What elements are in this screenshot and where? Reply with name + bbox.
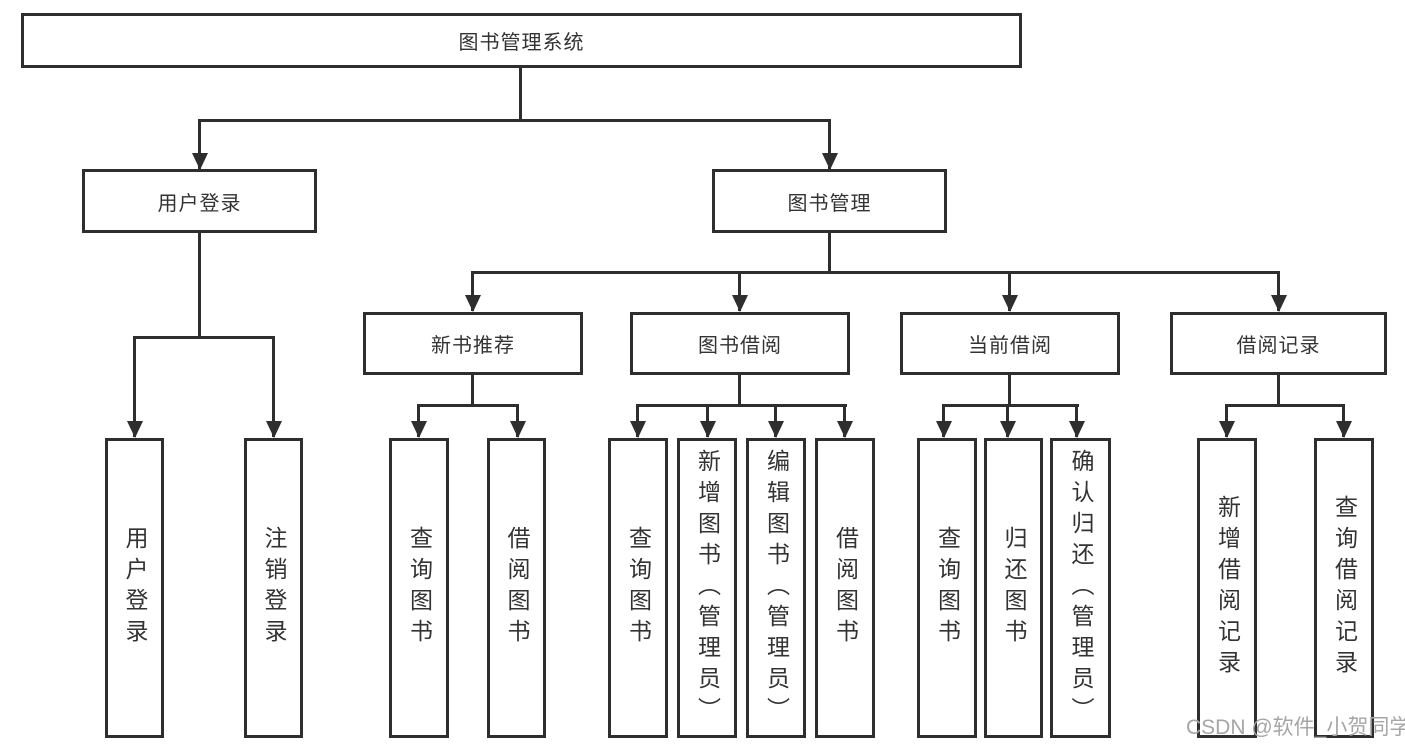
connector-arrow-add-borrow-record xyxy=(1218,404,1235,438)
connector-arrow-return-book xyxy=(999,404,1016,438)
connector-new-book-rail xyxy=(417,404,519,407)
leaf-query-borrow-record-label: 查询借阅记录 xyxy=(1331,495,1358,681)
leaf-borrow-books-recommend: 借阅图书 xyxy=(487,438,546,738)
node-root: 图书管理系统 xyxy=(21,13,1022,68)
connector-root-stem xyxy=(519,68,522,121)
leaf-add-borrow-record: 新增借阅记录 xyxy=(1197,438,1257,738)
node-book-borrowing: 图书借阅 xyxy=(630,312,850,375)
connector-arrow-book-borrow xyxy=(731,271,748,312)
node-root-label: 图书管理系统 xyxy=(458,32,585,54)
connector-arrow-leaf-user-login xyxy=(126,336,143,438)
connector-arrow-book-management xyxy=(821,119,838,170)
leaf-edit-book-admin-label: 编辑图书（管理员） xyxy=(763,448,790,728)
leaf-query-books-recommend-label: 查询图书 xyxy=(406,526,433,650)
watermark: CSDN @软件_小贺同学 xyxy=(1186,716,1405,739)
connector-arrow-borrow-books-1 xyxy=(509,404,526,438)
leaf-add-book-admin-label: 新增图书（管理员） xyxy=(694,448,721,728)
leaf-user-login-label: 用户登录 xyxy=(122,526,148,650)
node-book-borrowing-label: 图书借阅 xyxy=(698,335,782,357)
node-book-management-label: 图书管理 xyxy=(787,192,872,215)
connector-book-management-rail xyxy=(471,271,1280,274)
connector-borrow-records-rail xyxy=(1225,404,1345,407)
connector-book-borrow-stem xyxy=(738,375,741,406)
connector-arrow-current-borrow xyxy=(1001,271,1018,312)
connector-arrow-confirm-return xyxy=(1068,404,1085,438)
leaf-borrow-books-label: 借阅图书 xyxy=(832,526,859,650)
connector-current-borrow-rail xyxy=(942,404,1079,407)
leaf-user-login: 用户登录 xyxy=(105,438,164,738)
connector-arrow-query-books-3 xyxy=(935,404,952,438)
connector-arrow-query-books-2 xyxy=(629,404,646,438)
leaf-confirm-return-admin-label: 确认归还（管理员） xyxy=(1068,448,1094,728)
node-new-book-recommendation: 新书推荐 xyxy=(363,312,583,375)
node-book-management: 图书管理 xyxy=(712,169,947,233)
leaf-borrow-books-recommend-label: 借阅图书 xyxy=(504,526,530,650)
connector-arrow-borrow-records xyxy=(1270,271,1287,312)
node-current-borrowing: 当前借阅 xyxy=(900,312,1120,375)
leaf-confirm-return-admin: 确认归还（管理员） xyxy=(1050,438,1111,738)
leaf-logout-label: 注销登录 xyxy=(261,526,287,650)
connector-book-borrow-rail xyxy=(636,404,847,407)
node-user-login: 用户登录 xyxy=(82,169,317,233)
node-borrowing-records: 借阅记录 xyxy=(1170,312,1387,375)
connector-arrow-query-books-1 xyxy=(410,404,427,438)
connector-arrow-add-book xyxy=(699,404,716,438)
leaf-logout: 注销登录 xyxy=(244,438,303,738)
leaf-query-books-borrow-label: 查询图书 xyxy=(625,526,652,650)
connector-arrow-new-book xyxy=(464,271,481,312)
node-user-login-label: 用户登录 xyxy=(157,192,242,215)
connector-user-login-rail xyxy=(133,336,275,339)
connector-current-borrow-stem xyxy=(1008,375,1011,406)
connector-root-rail xyxy=(198,119,831,122)
leaf-return-book: 归还图书 xyxy=(984,438,1043,738)
connector-arrow-leaf-logout xyxy=(265,336,282,438)
connector-arrow-edit-book xyxy=(767,404,784,438)
connector-user-login-stem xyxy=(198,233,201,339)
leaf-add-borrow-record-label: 新增借阅记录 xyxy=(1214,495,1241,681)
leaf-borrow-books: 借阅图书 xyxy=(815,438,875,738)
leaf-query-books-recommend: 查询图书 xyxy=(389,438,449,738)
leaf-query-borrow-record: 查询借阅记录 xyxy=(1314,438,1374,738)
leaf-return-book-label: 归还图书 xyxy=(1001,526,1027,650)
connector-borrow-records-stem xyxy=(1277,375,1280,406)
node-current-borrowing-label: 当前借阅 xyxy=(968,335,1052,357)
connector-arrow-borrow-books-2 xyxy=(836,404,853,438)
node-borrowing-records-label: 借阅记录 xyxy=(1236,335,1321,357)
leaf-edit-book-admin: 编辑图书（管理员） xyxy=(746,438,806,738)
connector-arrow-query-borrow-record xyxy=(1335,404,1352,438)
leaf-add-book-admin: 新增图书（管理员） xyxy=(677,438,737,738)
connector-book-management-stem xyxy=(828,233,831,274)
leaf-query-books-current: 查询图书 xyxy=(917,438,977,738)
connector-arrow-user-login xyxy=(191,119,208,170)
leaf-query-books-current-label: 查询图书 xyxy=(934,526,961,650)
connector-new-book-stem xyxy=(471,375,474,406)
leaf-query-books-borrow: 查询图书 xyxy=(608,438,668,738)
node-new-book-recommendation-label: 新书推荐 xyxy=(431,335,515,357)
